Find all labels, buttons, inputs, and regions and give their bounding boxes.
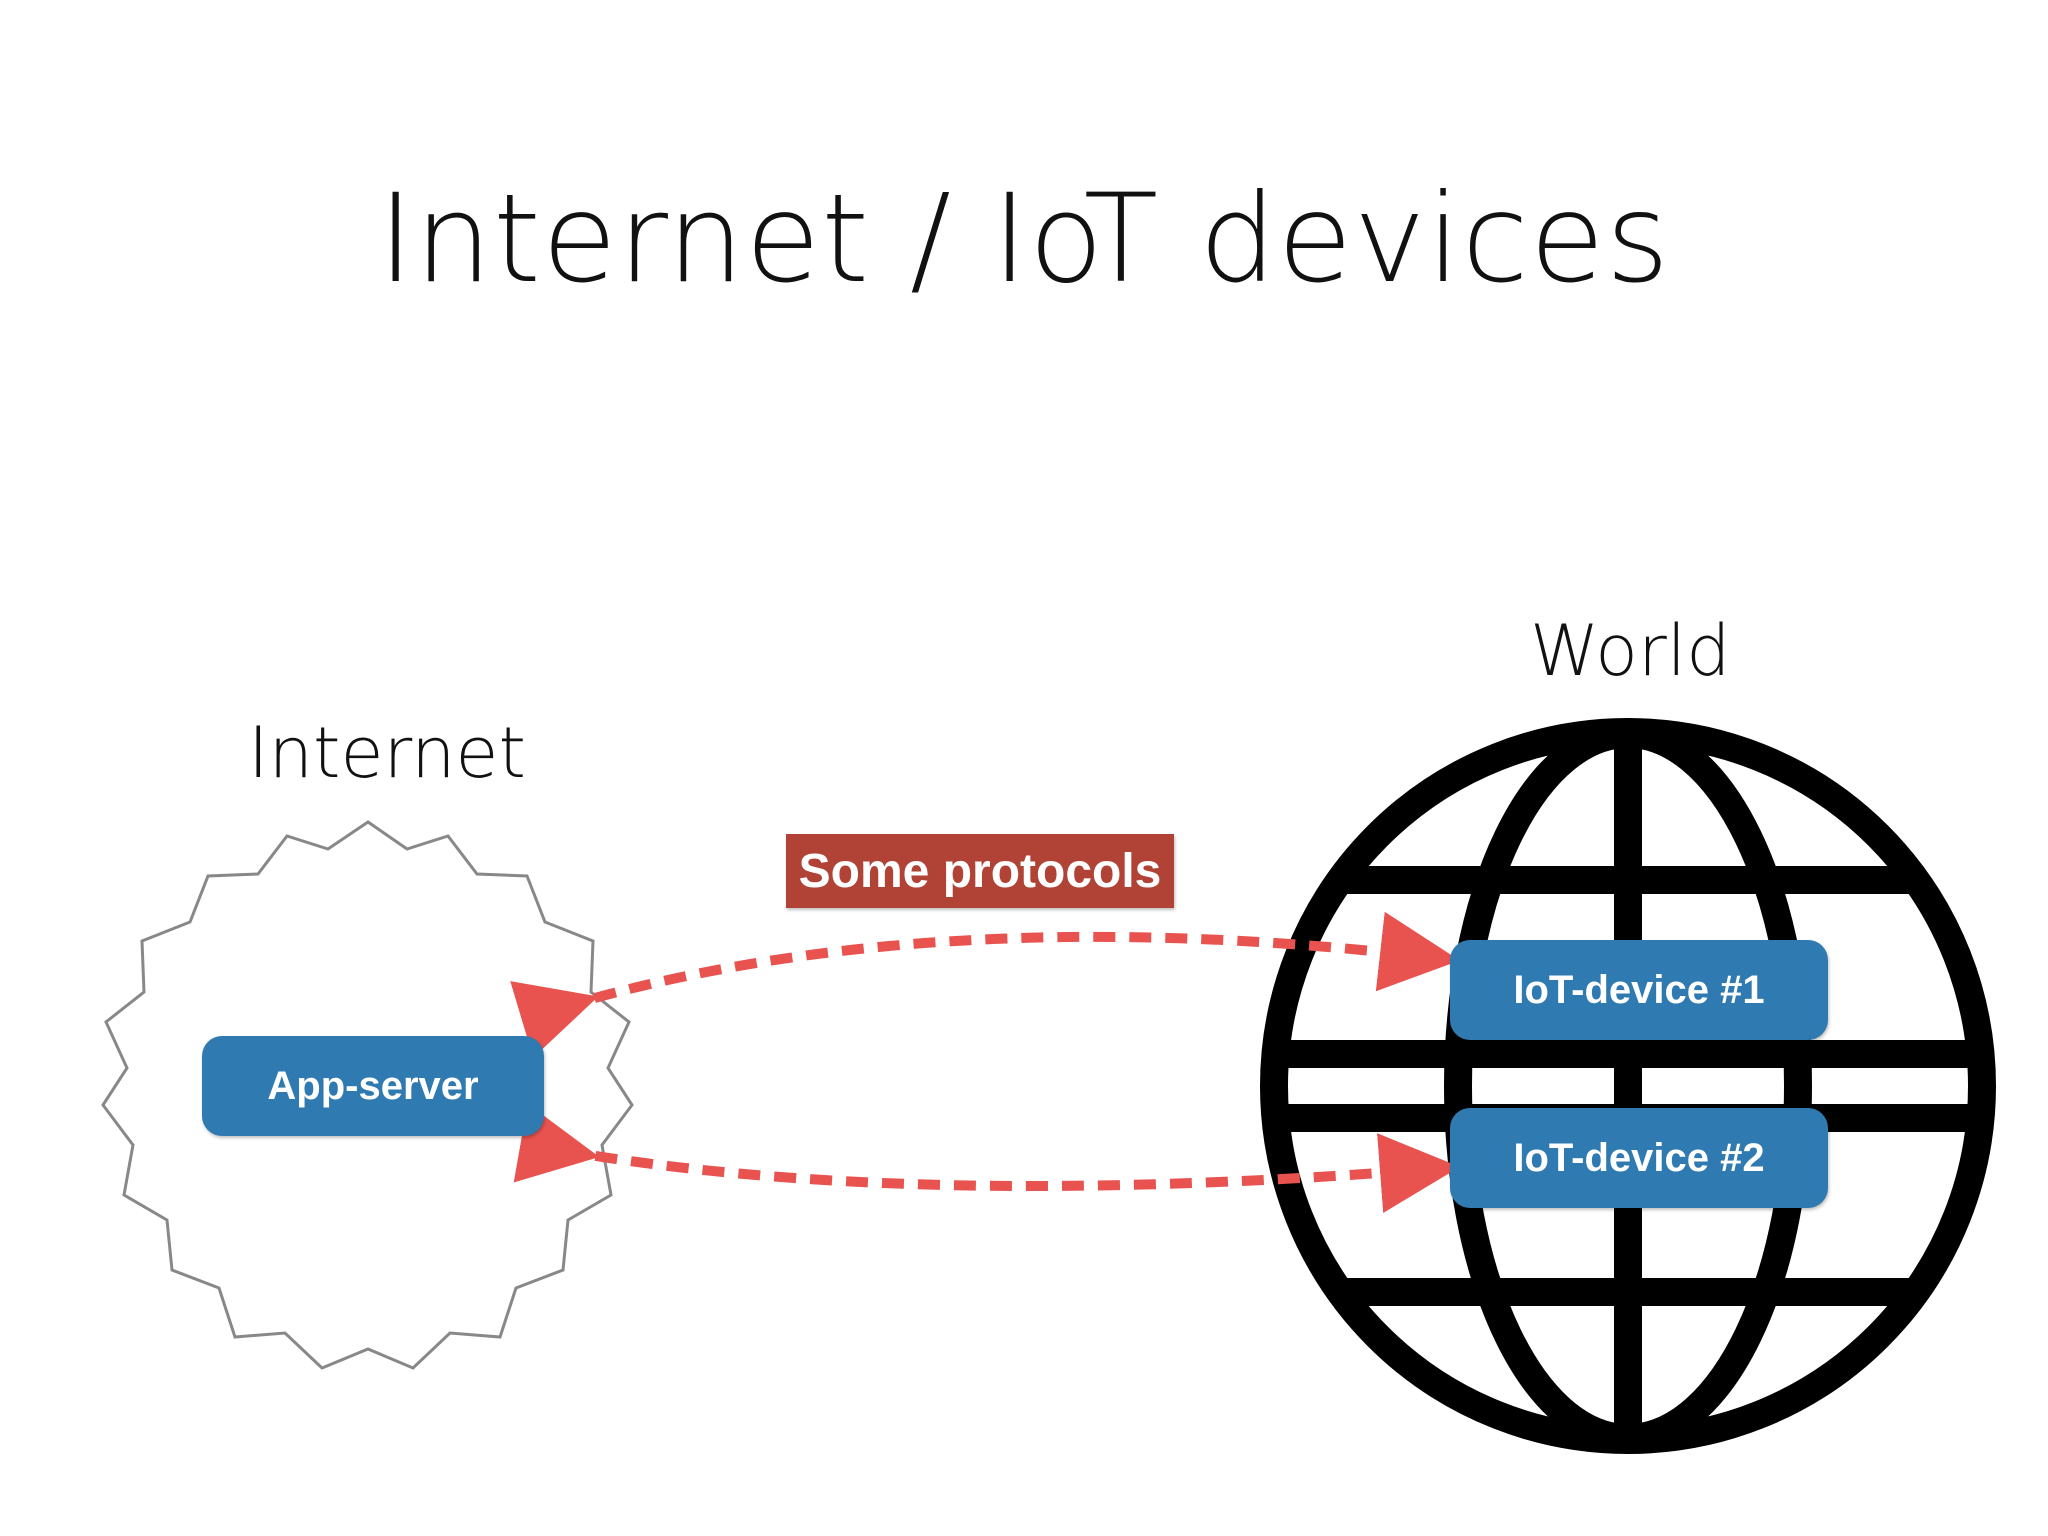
page-title: Internet / IoT devices	[377, 168, 1671, 310]
protocols-tag: Some protocols	[786, 834, 1174, 908]
protocol-arrow-top	[510, 911, 1460, 1058]
app-server-node[interactable]: App-server	[202, 1036, 544, 1136]
world-label: World	[1530, 610, 1731, 692]
internet-label: Internet	[248, 712, 526, 794]
iot-device-1-node[interactable]: IoT-device #1	[1450, 940, 1828, 1040]
iot-device-2-node[interactable]: IoT-device #2	[1450, 1108, 1828, 1208]
globe-icon	[1260, 718, 1996, 1454]
